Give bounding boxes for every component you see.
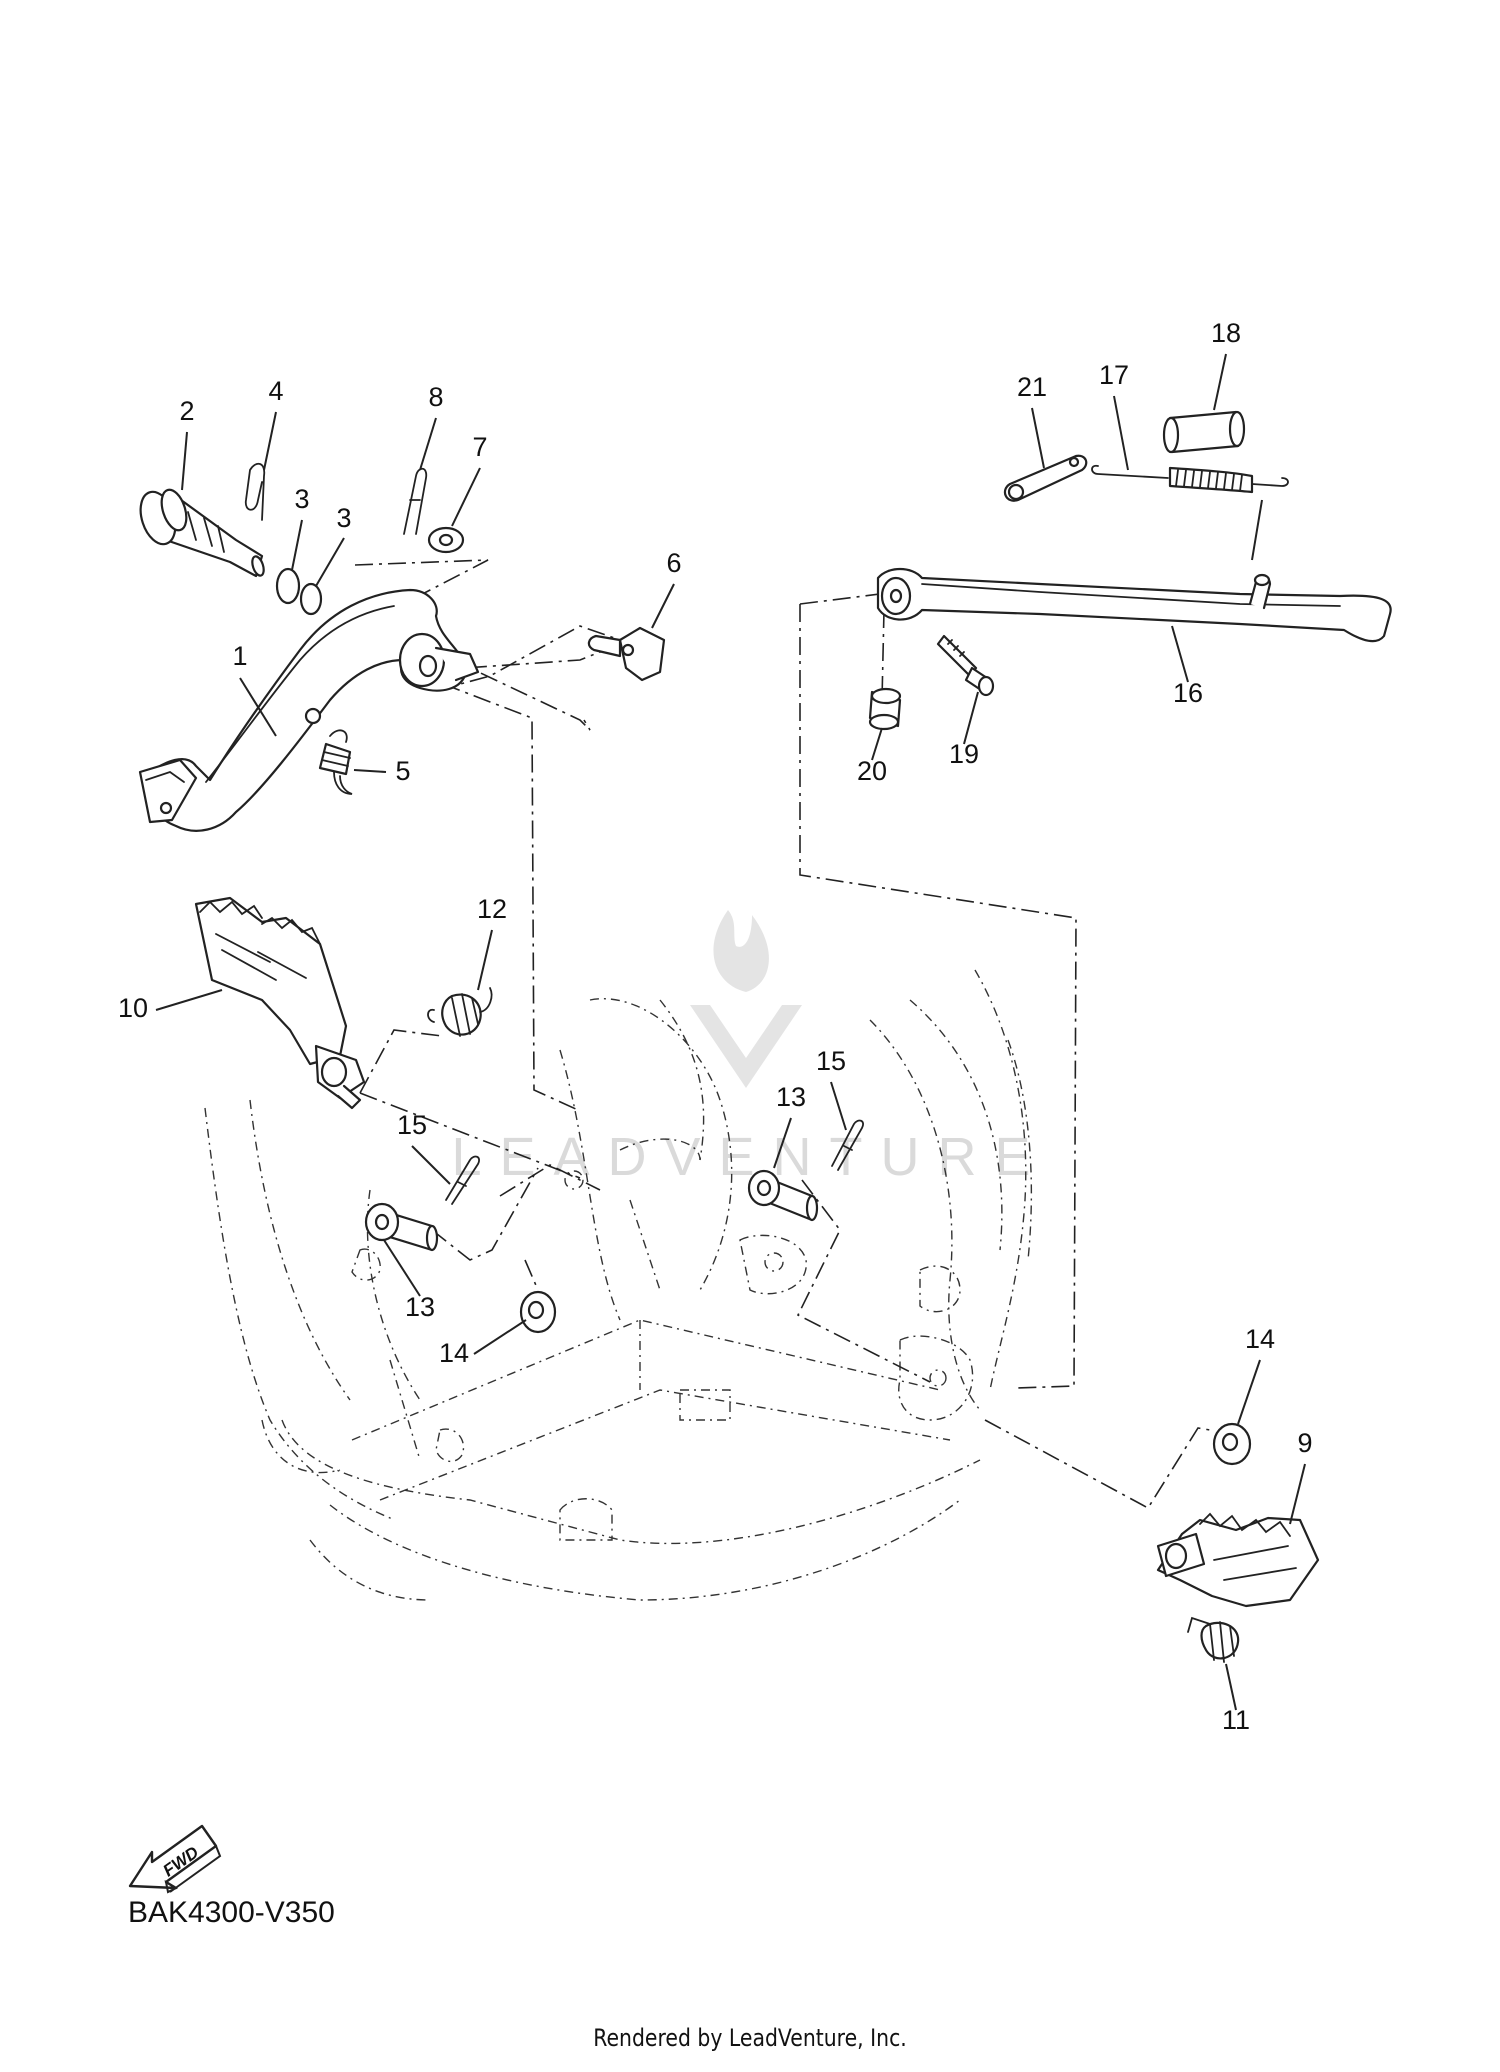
callout-14a: 14: [439, 1338, 469, 1368]
part-9-footrest: [1156, 1512, 1320, 1608]
diagram-code: BAK4300-V350: [128, 1896, 335, 1929]
part-19-bolt: [936, 634, 995, 697]
part-1-brake-pedal: [138, 588, 480, 832]
rendered-by-credit: Rendered by LeadVenture, Inc.: [593, 2024, 907, 2052]
callout-20: 20: [857, 756, 887, 786]
callout-17: 17: [1099, 360, 1129, 390]
part-18-tube: [1162, 410, 1246, 454]
callout-4: 4: [268, 376, 283, 406]
part-14-washer-right: [1212, 1422, 1252, 1466]
callout-13b: 13: [776, 1082, 806, 1112]
fwd-arrow-icon: FWD: [128, 1824, 222, 1894]
part-15-cotter-pin-right: [831, 1119, 864, 1171]
callout-labels: 1 2 3 3 4 5 6 7 8 9 10 11 12 13 13 14 14…: [118, 318, 1313, 1735]
part-20-collar: [868, 687, 902, 731]
callout-15a: 15: [397, 1110, 427, 1140]
part-15-cotter-pin-left: [445, 1155, 480, 1205]
part-21-bracket: [1003, 454, 1088, 502]
callout-13a: 13: [405, 1292, 435, 1322]
callout-14b: 14: [1245, 1324, 1275, 1354]
part-4-clip: [244, 462, 266, 521]
part-17-spring: [1091, 464, 1289, 494]
callout-1: 1: [232, 641, 247, 671]
part-13-pin-right: [747, 1169, 819, 1222]
part-10-footrest: [194, 896, 366, 1110]
assembly-lines: [354, 559, 1211, 1510]
part-5-spring: [318, 729, 353, 795]
part-6-pin: [587, 626, 666, 682]
callout-3a: 3: [294, 484, 309, 514]
callout-19: 19: [949, 739, 979, 769]
callout-8: 8: [428, 382, 443, 412]
callout-5: 5: [395, 756, 410, 786]
callout-21: 21: [1017, 372, 1047, 402]
callout-3b: 3: [336, 503, 351, 533]
part-3-o-rings: [275, 567, 323, 616]
callout-16: 16: [1173, 678, 1203, 708]
part-7-washer: [427, 526, 465, 554]
part-12-spring: [427, 987, 493, 1037]
callout-9: 9: [1297, 1428, 1312, 1458]
watermark-text: LEADVENTURE: [451, 1127, 1048, 1187]
callout-7: 7: [472, 432, 487, 462]
callout-2: 2: [179, 396, 194, 426]
leadventure-watermark: LEADVENTURE: [451, 910, 1048, 1187]
callout-10: 10: [118, 993, 148, 1023]
part-11-spring: [1187, 1616, 1240, 1663]
callout-15b: 15: [816, 1046, 846, 1076]
part-2-pivot-shaft: [139, 488, 265, 578]
callout-11: 11: [1222, 1705, 1250, 1735]
frame-outline: [204, 969, 1033, 1601]
leader-lines: [155, 353, 1306, 1711]
callout-6: 6: [666, 548, 681, 578]
callout-12: 12: [477, 894, 507, 924]
part-8-cotter-pin: [403, 467, 428, 535]
part-14-washer-left: [519, 1290, 557, 1334]
part-13-pin-left: [364, 1202, 439, 1252]
part-16-side-stand: [876, 567, 1392, 643]
callout-18: 18: [1211, 318, 1241, 348]
